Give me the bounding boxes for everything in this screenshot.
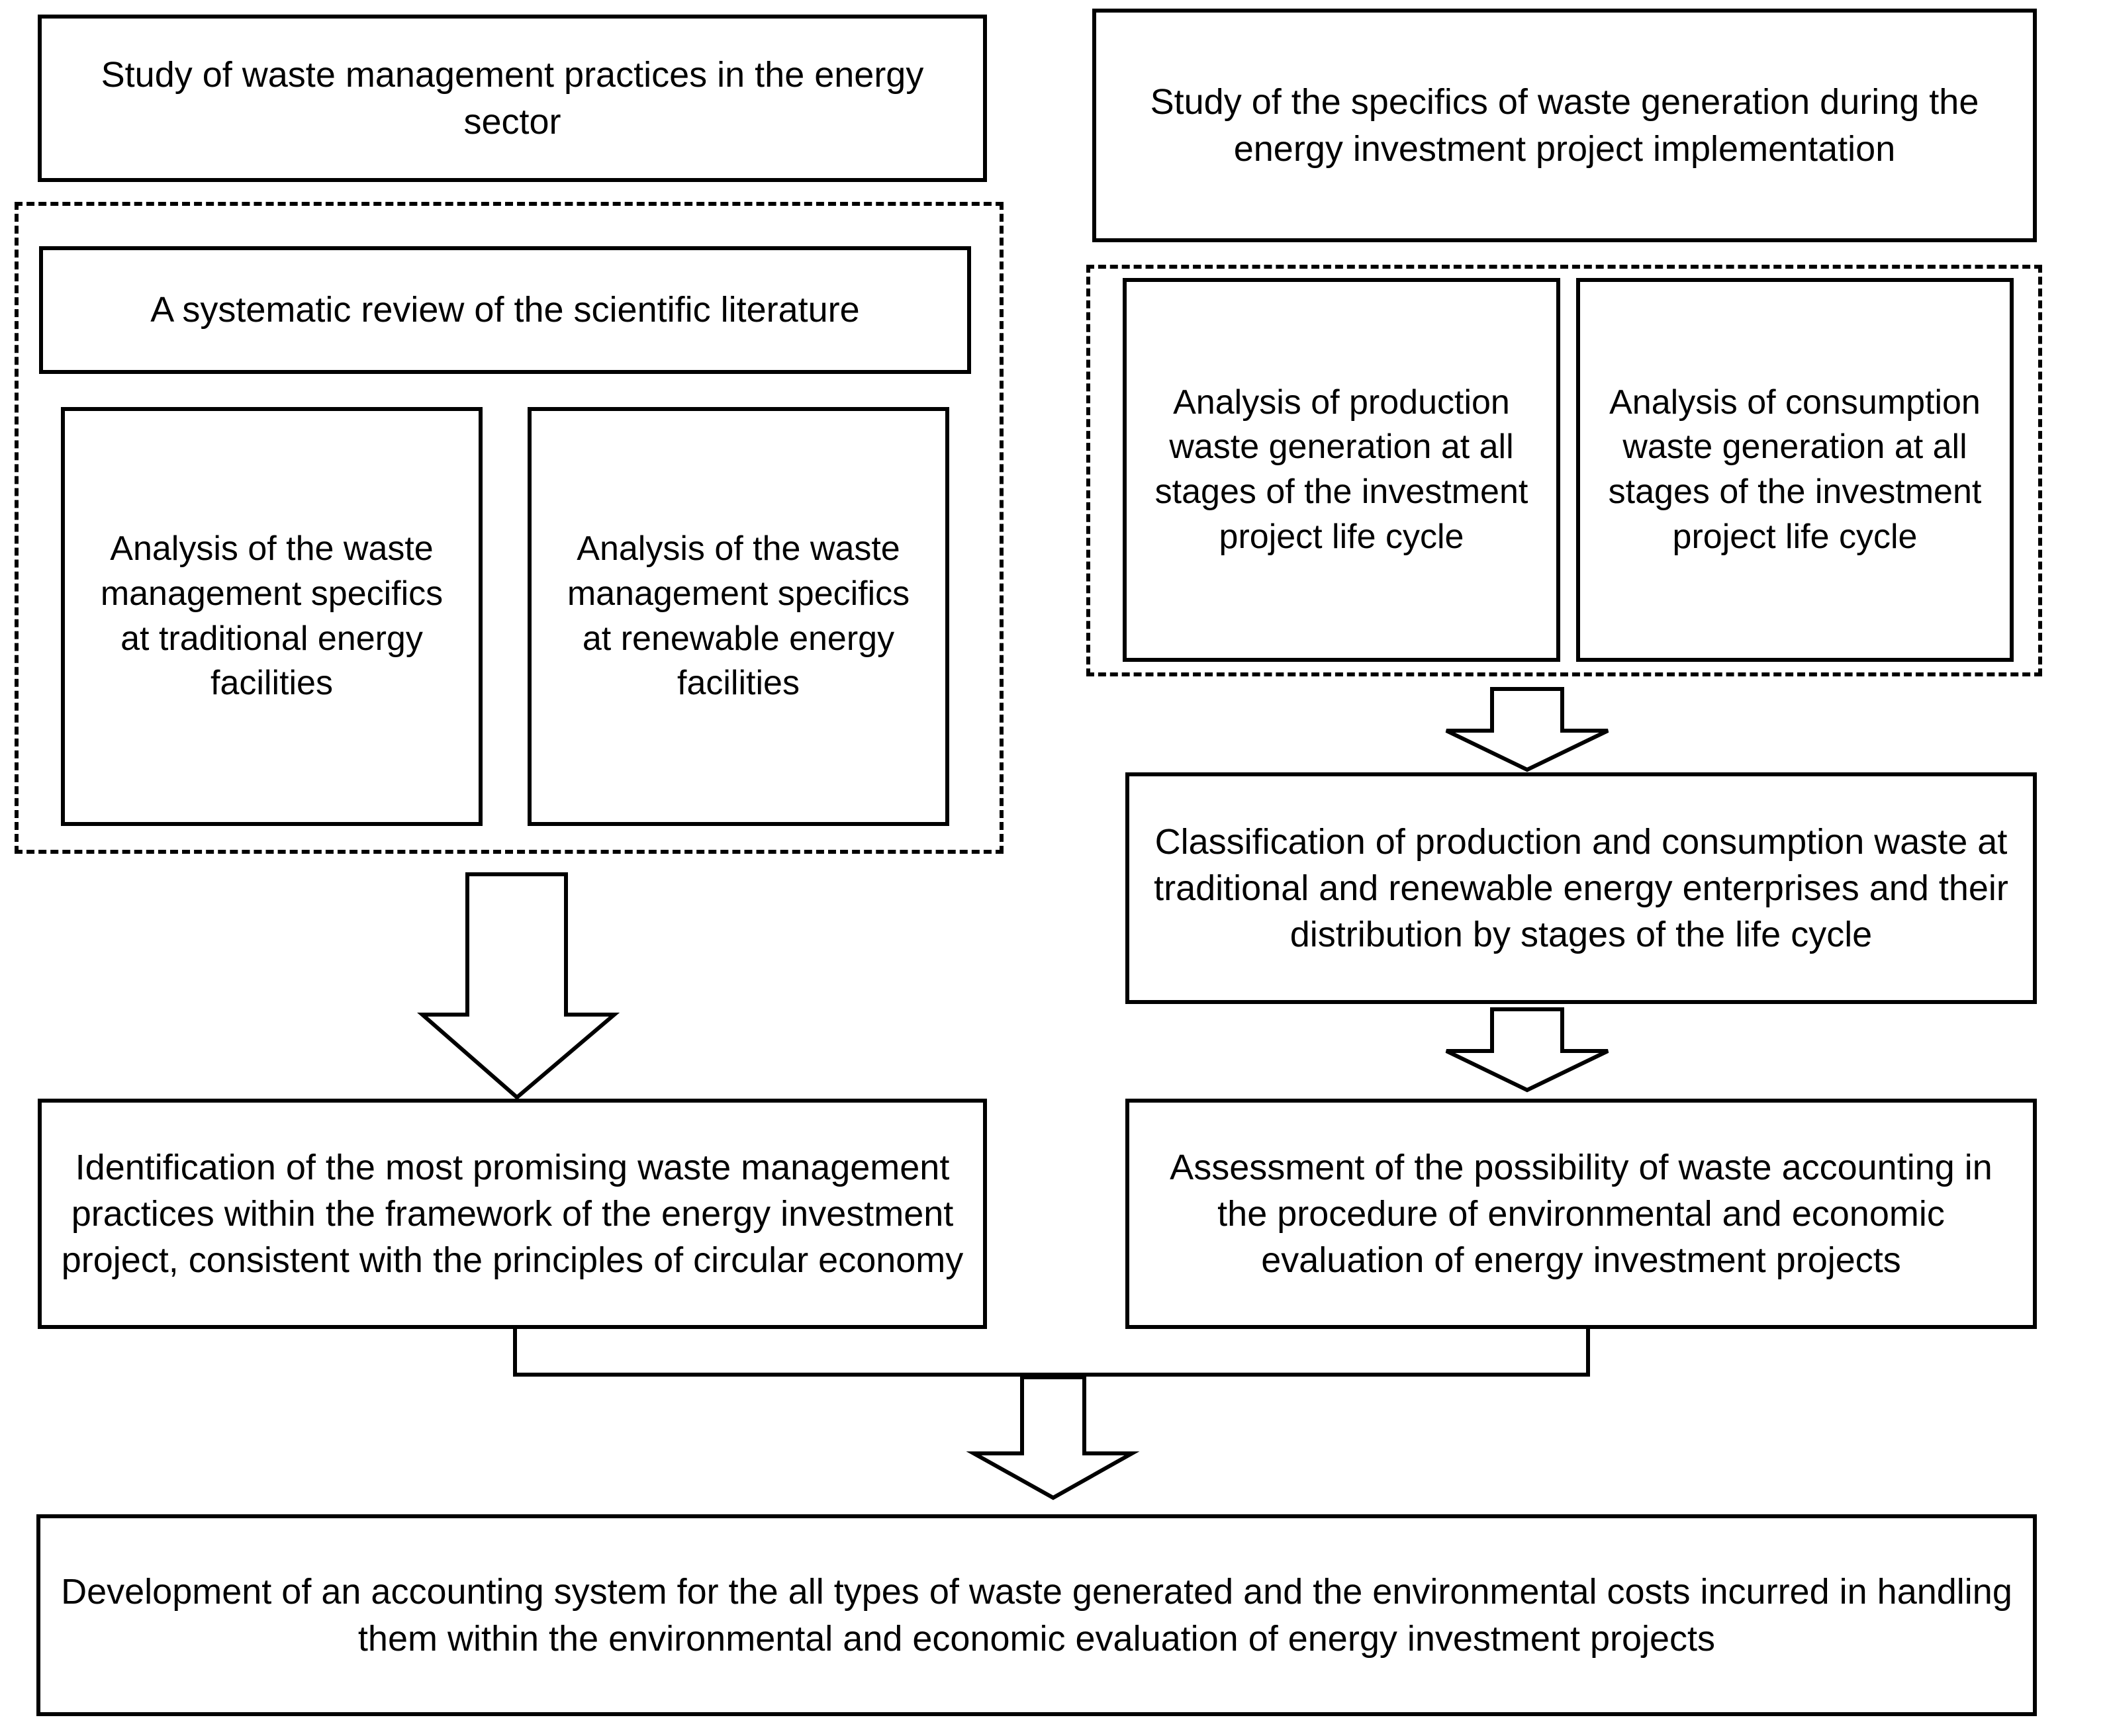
node-systematic-review: A systematic review of the scientific li…	[39, 246, 971, 374]
node-development: Development of an accounting system for …	[36, 1514, 2037, 1716]
group-waste-generation-analysis	[1086, 265, 2042, 676]
node-study-waste-management: Study of waste management practices in t…	[38, 15, 987, 182]
arrow-merge-to-development	[966, 1375, 1140, 1500]
node-analysis-production-waste: Analysis of production waste generation …	[1123, 278, 1560, 662]
node-identification: Identification of the most promising was…	[38, 1099, 987, 1329]
group-literature-review	[15, 202, 1004, 854]
arrow-left-group-to-identification	[417, 872, 620, 1100]
merge-bracket-to-development	[513, 1325, 1590, 1377]
arrow-right-group-to-classification	[1445, 687, 1609, 772]
arrow-classification-to-assessment	[1445, 1007, 1609, 1093]
node-classification: Classification of production and consump…	[1125, 772, 2037, 1004]
node-analysis-traditional-energy: Analysis of the waste management specifi…	[61, 407, 483, 826]
node-analysis-renewable-energy: Analysis of the waste management specifi…	[528, 407, 949, 826]
node-study-waste-generation: Study of the specifics of waste generati…	[1092, 9, 2037, 242]
node-analysis-consumption-waste: Analysis of consumption waste generation…	[1576, 278, 2014, 662]
node-assessment: Assessment of the possibility of waste a…	[1125, 1099, 2037, 1329]
